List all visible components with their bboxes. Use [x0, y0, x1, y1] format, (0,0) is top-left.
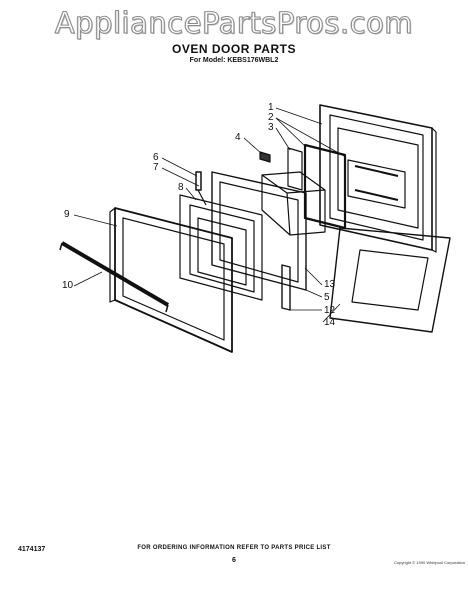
part-inner-door-panel [319, 104, 437, 253]
callout-5: 5 [324, 292, 330, 303]
part-insulation-box [261, 171, 326, 236]
callout-7: 7 [153, 162, 159, 173]
ordering-note: FOR ORDERING INFORMATION REFER TO PARTS … [137, 545, 331, 551]
callout-2: 2 [268, 112, 274, 123]
callout-1: 1 [268, 102, 274, 113]
part-handle [59, 241, 170, 313]
page-title: OVEN DOOR PARTS [172, 42, 296, 56]
callout-6: 6 [153, 152, 159, 163]
callout-9: 9 [64, 209, 70, 220]
callout-10: 10 [62, 280, 74, 291]
callout-8: 8 [178, 182, 184, 193]
page-number: 6 [232, 557, 236, 564]
part-insulation-pad [329, 227, 451, 333]
model-subtitle: For Model: KEBS176WBL2 [189, 57, 279, 64]
part-trim-strip [281, 264, 291, 311]
part-gasket [287, 143, 347, 230]
document-number: 4174137 [18, 546, 46, 553]
callout-13: 13 [324, 279, 336, 290]
copyright-text: Copyright © 1990 Whirlpool Corporation [394, 560, 465, 565]
callout-3: 3 [268, 122, 274, 133]
callout-12: 12 [324, 305, 336, 316]
part-glass-panes [179, 194, 263, 301]
part-outer-door [109, 207, 233, 353]
callout-14: 14 [324, 317, 336, 328]
part-clip [259, 151, 271, 163]
watermark-text: AppliancePartsPros.com [54, 6, 414, 41]
part-hinge-bracket [195, 171, 207, 206]
part-inner-frame [211, 171, 307, 291]
callout-4: 4 [235, 132, 241, 143]
